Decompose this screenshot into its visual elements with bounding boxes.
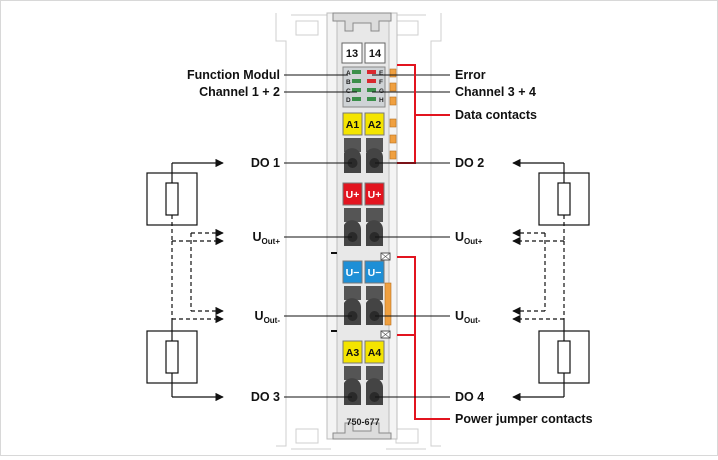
terminal-clamps-row2 xyxy=(344,220,383,246)
led-a xyxy=(352,70,361,74)
terminal-number-14: 14 xyxy=(364,42,386,64)
data-contact-pads xyxy=(389,68,397,160)
led-c xyxy=(352,88,361,92)
label-do4: DO 4 xyxy=(375,390,484,404)
led-g xyxy=(367,88,376,92)
terminal-label-a1: A1 xyxy=(346,119,360,131)
svg-text:DO 2: DO 2 xyxy=(455,156,484,170)
terminal-labels-u-minus: U− U− xyxy=(342,260,385,284)
terminal-clamps-row3 xyxy=(344,298,383,325)
terminal-opening xyxy=(344,138,361,152)
label-channel-12: Channel 1 + 2 xyxy=(199,85,357,99)
terminal-opening xyxy=(344,286,361,300)
svg-text:UOut-: UOut- xyxy=(455,309,481,325)
label-uout-minus-right: UOut- xyxy=(375,309,481,325)
terminal-clamps-row4 xyxy=(344,378,383,405)
power-jumper-callout: Power jumper contacts xyxy=(397,256,593,426)
svg-text:Function Modul: Function Modul xyxy=(187,68,280,82)
terminal-label-a3: A3 xyxy=(346,347,360,359)
data-contacts-callout: Data contacts xyxy=(397,64,537,164)
label-error: Error xyxy=(372,68,486,82)
label-do1: DO 1 xyxy=(251,156,352,170)
terminal-label-u-plus-2: U+ xyxy=(368,189,382,201)
terminal-opening xyxy=(366,208,383,222)
terminal-opening xyxy=(366,366,383,380)
led-letter-h: H xyxy=(379,97,384,104)
terminal-labels-a1-a2: A1 A2 xyxy=(342,112,385,136)
led-h xyxy=(367,97,376,101)
terminal-labels-u-plus: U+ U+ xyxy=(342,182,385,206)
svg-text:Data contacts: Data contacts xyxy=(455,108,537,122)
led-letter-d: D xyxy=(346,97,351,104)
svg-text:Power jumper contacts: Power jumper contacts xyxy=(455,412,593,426)
svg-text:UOut+: UOut+ xyxy=(455,230,483,246)
led-letter-a: A xyxy=(346,70,351,77)
label-channel-34: Channel 3 + 4 xyxy=(372,85,536,99)
terminal-clamps-row1 xyxy=(344,148,383,173)
terminal-number-13: 13 xyxy=(341,42,363,64)
terminal-label-a2: A2 xyxy=(368,119,382,131)
label-uout-minus-left: UOut- xyxy=(255,309,352,325)
svg-text:Channel 1 + 2: Channel 1 + 2 xyxy=(199,85,280,99)
label-function-modul: Function Modul xyxy=(187,68,348,82)
resistor-lower-left xyxy=(165,340,179,374)
power-jumper-contact xyxy=(384,282,392,326)
led-letter-b: B xyxy=(346,79,351,86)
label-do2: DO 2 xyxy=(375,156,484,170)
terminal-label-u-minus-1: U− xyxy=(346,267,360,279)
svg-text:UOut+: UOut+ xyxy=(253,230,281,246)
led-d xyxy=(352,97,361,101)
label-do3: DO 3 xyxy=(251,390,352,404)
svg-text:DO 1: DO 1 xyxy=(251,156,280,170)
label-uout-plus-left: UOut+ xyxy=(253,230,352,246)
svg-text:Error: Error xyxy=(455,68,486,82)
svg-text:UOut-: UOut- xyxy=(255,309,281,325)
svg-text:13: 13 xyxy=(346,48,358,60)
terminal-label-u-minus-2: U− xyxy=(368,267,382,279)
resistor-upper-right xyxy=(557,182,571,216)
terminal-opening xyxy=(344,366,361,380)
led-panel: A B C D E F G H xyxy=(342,66,386,108)
right-load-circuits xyxy=(512,158,590,402)
terminal-opening xyxy=(344,208,361,222)
module-part-number: 750-677 xyxy=(346,417,379,427)
terminal-opening xyxy=(366,286,383,300)
terminal-label-u-plus-1: U+ xyxy=(346,189,360,201)
svg-text:DO 3: DO 3 xyxy=(251,390,280,404)
label-uout-plus-right: UOut+ xyxy=(375,230,483,246)
resistor-lower-right xyxy=(557,340,571,374)
terminal-opening xyxy=(366,138,383,152)
terminal-label-a4: A4 xyxy=(368,347,382,359)
svg-text:DO 4: DO 4 xyxy=(455,390,484,404)
left-load-circuits xyxy=(146,158,224,402)
svg-text:14: 14 xyxy=(369,48,382,60)
led-e xyxy=(367,70,376,74)
led-b xyxy=(352,79,361,83)
svg-text:Channel 3 + 4: Channel 3 + 4 xyxy=(455,85,536,99)
led-letter-e: E xyxy=(379,70,384,77)
terminal-labels-a3-a4: A3 A4 xyxy=(342,340,385,364)
led-letter-f: F xyxy=(379,79,383,86)
led-f xyxy=(367,79,376,83)
io-module: 13 14 A B C D E F G H xyxy=(326,12,398,440)
resistor-upper-left xyxy=(165,182,179,216)
